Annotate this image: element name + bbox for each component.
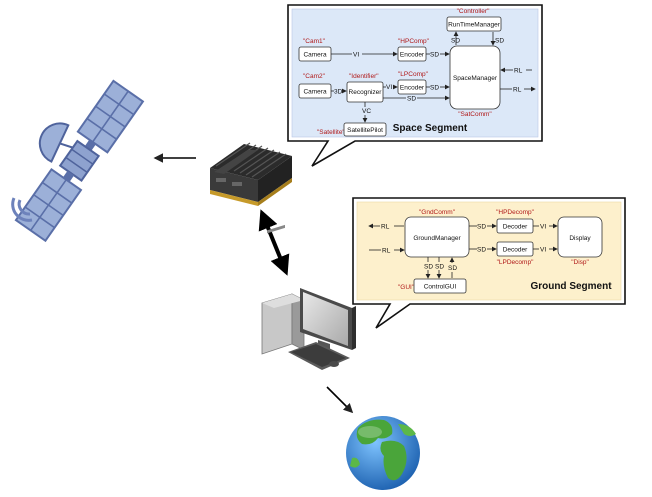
sd-port-label-2: SD	[430, 85, 439, 92]
lp-decoder-label: Decoder	[503, 247, 528, 254]
ground-segment-callout: Ground Segment "GndComm" GroundManager R…	[352, 197, 626, 329]
sd-port-label-ground-2: SD	[477, 247, 486, 254]
hp-decoder-instance-label: "HPDecomp"	[496, 209, 535, 216]
rl-out-port-label-ground: RL	[381, 224, 390, 231]
display-box	[557, 216, 603, 258]
desktop-to-globe-arrow	[326, 386, 354, 414]
control-gui-label: ControlGUI	[424, 284, 457, 291]
camera2-label: Camera	[303, 89, 327, 96]
signal-waves-icon	[11, 197, 33, 222]
camera1-instance-label: "Cam1"	[303, 38, 326, 45]
control-gui-box	[413, 278, 467, 294]
sd-port-label-5: SD	[495, 38, 504, 45]
sd-port-label-ground-5: SD	[448, 265, 457, 272]
space-segment-title: Space Segment	[393, 123, 468, 134]
onboard-computer-icon	[210, 142, 292, 206]
rl-out-port-label: RL	[513, 87, 522, 94]
rl-in-port-label: RL	[514, 68, 523, 75]
hp-encoder-label: Encoder	[400, 52, 425, 59]
vi-port-label: VI	[353, 52, 359, 59]
display-instance-label: "Disp"	[571, 259, 589, 266]
vi-port-label-2: VI	[386, 84, 392, 91]
satellite-pilot-label: SatellitePilot	[347, 127, 383, 134]
satellite-icon	[14, 79, 145, 243]
recognizer-instance-label: "Identifier"	[349, 73, 379, 80]
satellite-pilot-box	[343, 122, 387, 137]
ground-manager-instance-label: "GndComm"	[419, 209, 456, 216]
display-label: Display	[569, 235, 591, 242]
recognizer-label: Recognizer	[349, 89, 383, 96]
space-manager-instance-label: "SatComm"	[458, 111, 492, 118]
space-manager-label: SpaceManager	[453, 75, 498, 82]
earth-globe-icon	[346, 416, 420, 490]
sd-port-label-ground-4: SD	[435, 264, 444, 271]
ground-manager-label: GroundManager	[413, 235, 461, 242]
sd-port-label-ground-1: SD	[477, 224, 486, 231]
lp-encoder-instance-label: "LPComp"	[398, 71, 429, 78]
runtime-manager-label: RunTimeManager	[448, 22, 501, 29]
hp-decoder-label: Decoder	[503, 224, 528, 231]
vi-port-label-ground-1: VI	[540, 224, 546, 231]
desktop-computer-icon	[261, 224, 356, 370]
sd-port-label-ground-3: SD	[424, 264, 433, 271]
vi-port-label-ground-2: VI	[540, 247, 546, 254]
ground-segment-title: Ground Segment	[530, 281, 612, 292]
sd-port-label: SD	[430, 52, 439, 59]
satellite-pilot-instance-label: "Satellite"	[317, 129, 345, 136]
rl-in-port-label-ground: RL	[382, 248, 391, 255]
camera2-instance-label: "Cam2"	[303, 73, 326, 80]
3d-port-label: 3D	[334, 89, 343, 96]
sd-port-label-3: SD	[407, 96, 416, 103]
hp-encoder-instance-label: "HPComp"	[398, 38, 430, 45]
board-desktop-link-arrow	[258, 209, 290, 276]
camera1-label: Camera	[303, 52, 327, 59]
space-manager-box	[449, 45, 501, 110]
lp-decoder-instance-label: "LPDecomp"	[497, 259, 534, 266]
space-segment-callout: Space Segment "Cam1" Camera "HPComp" Enc…	[287, 4, 543, 167]
runtime-manager-instance-label: "Controller"	[457, 8, 490, 15]
vc-port-label: VC	[362, 108, 371, 115]
runtime-manager-box	[446, 16, 502, 32]
sd-port-label-4: SD	[451, 38, 460, 45]
lp-encoder-label: Encoder	[400, 85, 425, 92]
ground-manager-box	[404, 216, 470, 258]
control-gui-instance-label: "GUI"	[398, 284, 415, 291]
